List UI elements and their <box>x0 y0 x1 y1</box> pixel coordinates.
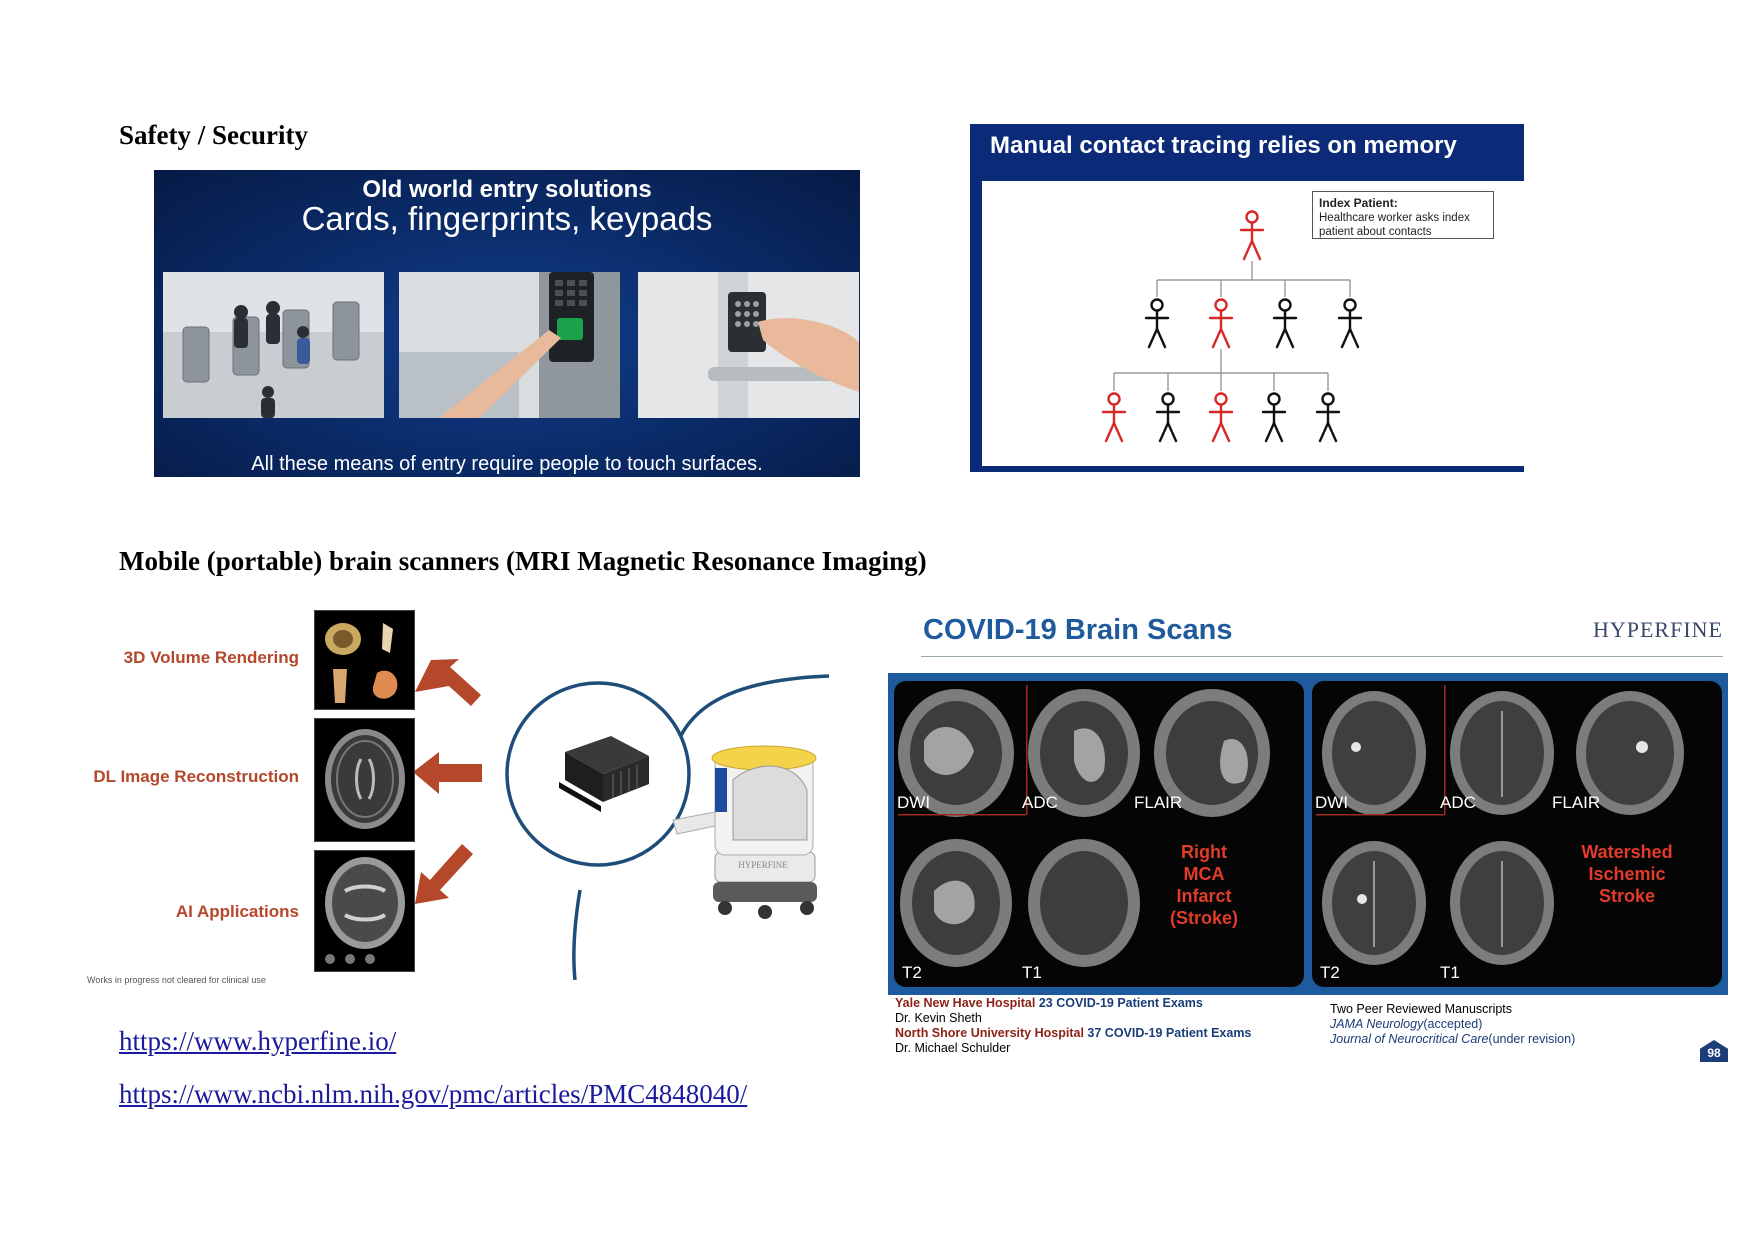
entry-solutions-slide: Old world entry solutions Cards, fingerp… <box>154 170 860 477</box>
secondary-contact-figure <box>1155 392 1181 443</box>
secondary-contact-figure <box>1208 392 1234 443</box>
scan-image-frame: DWI ADC FLAIR T2 T1 Right MCA Infarct (S… <box>888 673 1728 995</box>
contact-figure <box>1337 298 1363 349</box>
arrow-to-rendering-icon <box>415 659 481 706</box>
entry-slide-subtitle: Cards, fingerprints, keypads <box>301 200 713 237</box>
label-3d-rendering: 3D Volume Rendering <box>123 648 299 667</box>
contact-figure <box>1208 298 1234 349</box>
secondary-contact-figure <box>1261 392 1287 443</box>
left-label-flair: FLAIR <box>1134 793 1183 812</box>
yale-exams: 23 COVID-19 Patient Exams <box>1038 996 1203 1010</box>
slide-page-number: 98 <box>1700 1040 1728 1062</box>
ns-doctor: Dr. Michael Schulder <box>895 1041 1011 1055</box>
yale-doctor: Dr. Kevin Sheth <box>895 1011 982 1025</box>
label-ai-applications: AI Applications <box>175 902 299 921</box>
secondary-contact-figure <box>1101 392 1127 443</box>
safety-heading: Safety / Security <box>119 120 308 150</box>
scans-slide-title: COVID-19 Brain Scans <box>923 614 1233 646</box>
reconstruction-thumbnail <box>314 718 415 842</box>
title-divider <box>921 656 1723 657</box>
entry-slide-title: Old world entry solutions <box>362 176 652 203</box>
rendering-thumbnail <box>314 610 415 710</box>
north-shore-line: North Shore University Hospital 37 COVID… <box>895 1026 1251 1040</box>
label-dl-reconstruction: DL Image Reconstruction <box>93 767 299 786</box>
secondary-contact-figure <box>1315 392 1341 443</box>
ncbi-article-link[interactable]: https://www.ncbi.nlm.nih.gov/pmc/article… <box>119 1079 748 1109</box>
manuscripts-title: Two Peer Reviewed Manuscripts <box>1330 1002 1513 1016</box>
jncc-line: Journal of Neurocritical Care(under revi… <box>1330 1032 1575 1046</box>
turnstile-photo <box>163 272 384 418</box>
portable-mri-device-icon: HYPERFINE <box>672 745 817 919</box>
hyperfine-workflow-graphic: HYPERFINE <box>415 659 830 980</box>
right-label-t2: T2 <box>1320 963 1340 982</box>
right-label-flair: FLAIR <box>1552 793 1601 812</box>
arrow-to-reconstruction-icon <box>415 752 482 794</box>
brain-scanners-heading: Mobile (portable) brain scanners (MRI Ma… <box>119 546 927 576</box>
fingerprint-photo <box>399 272 620 418</box>
contact-figure <box>1144 298 1170 349</box>
keypad-photo <box>638 272 859 418</box>
jama-journal: JAMA Neurology <box>1330 1017 1424 1031</box>
jama-line: JAMA Neurology(accepted) <box>1330 1017 1482 1031</box>
covid-brain-scans-slide: COVID-19 Brain Scans HYPERFINE <box>888 614 1728 1069</box>
ai-applications-thumbnail <box>314 850 415 972</box>
right-label-t1: T1 <box>1440 963 1460 982</box>
index-patient-text: Healthcare worker asks index patient abo… <box>1319 212 1470 238</box>
arrow-to-ai-icon <box>415 844 473 904</box>
jncc-status: (under revision) <box>1488 1032 1576 1046</box>
left-diagnosis: Right MCA Infarct (Stroke) <box>1169 842 1238 928</box>
right-label-adc: ADC <box>1440 793 1476 812</box>
contact-tracing-slide: Manual contact tracing relies on memory <box>970 124 1524 472</box>
tracing-slide-title: Manual contact tracing relies on memory <box>990 132 1457 159</box>
clinical-disclaimer: Works in progress not cleared for clinic… <box>87 975 266 985</box>
left-label-adc: ADC <box>1022 793 1058 812</box>
yale-line: Yale New Have Hospital 23 COVID-19 Patie… <box>895 996 1203 1010</box>
index-patient-figure <box>1239 210 1265 261</box>
yale-hospital: Yale New Have Hospital <box>895 996 1036 1010</box>
tracing-diagram: Index Patient: Healthcare worker asks in… <box>982 181 1524 466</box>
left-label-t1: T1 <box>1022 963 1042 982</box>
jncc-journal: Journal of Neurocritical Care <box>1330 1032 1489 1046</box>
index-patient-title: Index Patient <box>1319 196 1394 210</box>
entry-slide-caption: All these means of entry require people … <box>251 453 763 475</box>
right-diagnosis: Watershed Ischemic Stroke <box>1581 842 1673 906</box>
right-label-dwi: DWI <box>1315 793 1349 812</box>
hyperfine-logo: HYPERFINE <box>1592 617 1723 642</box>
compute-unit-icon <box>559 736 649 812</box>
device-brand-label: HYPERFINE <box>738 860 788 870</box>
ns-hospital: North Shore University Hospital <box>895 1026 1084 1040</box>
ns-exams: 37 COVID-19 Patient Exams <box>1087 1026 1252 1040</box>
jama-status: (accepted) <box>1423 1017 1483 1031</box>
case-watershed-panel: DWI ADC FLAIR T2 T1 Watershed Ischemic S… <box>1312 681 1722 987</box>
hyperfine-link[interactable]: https://www.hyperfine.io/ <box>119 1026 397 1056</box>
contact-figure <box>1272 298 1298 349</box>
left-label-dwi: DWI <box>897 793 931 812</box>
left-label-t2: T2 <box>902 963 922 982</box>
index-patient-box: Index Patient: Healthcare worker asks in… <box>1312 191 1494 239</box>
case-right-mca-panel: DWI ADC FLAIR T2 T1 Right MCA Infarct (S… <box>894 681 1304 987</box>
